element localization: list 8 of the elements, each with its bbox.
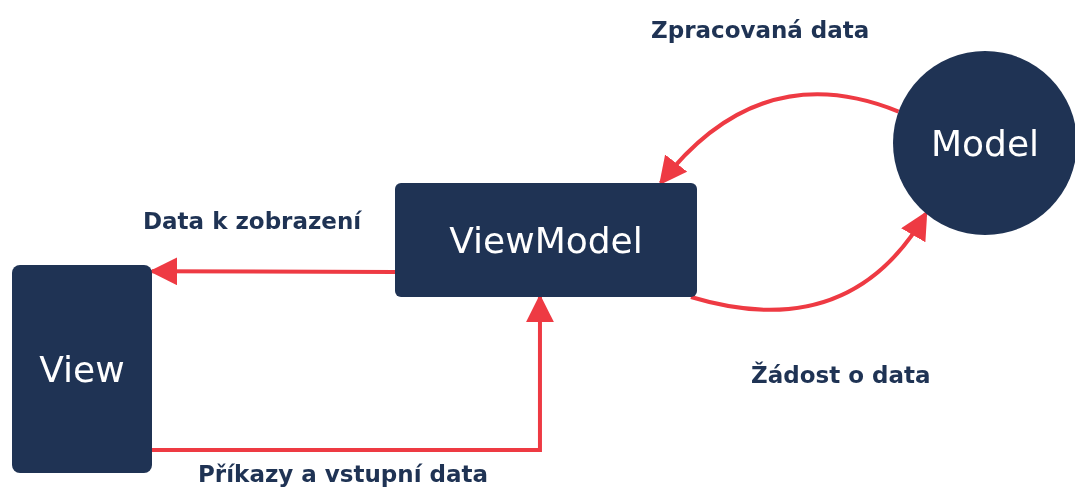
arrow bbox=[658, 92, 900, 186]
arrow bbox=[690, 211, 928, 312]
process-box bbox=[12, 265, 152, 473]
node-label: View bbox=[39, 348, 125, 390]
process-box bbox=[395, 183, 697, 297]
arrow bbox=[152, 294, 554, 453]
node-label: ViewModel bbox=[449, 219, 643, 261]
node-label: Model bbox=[930, 122, 1040, 164]
